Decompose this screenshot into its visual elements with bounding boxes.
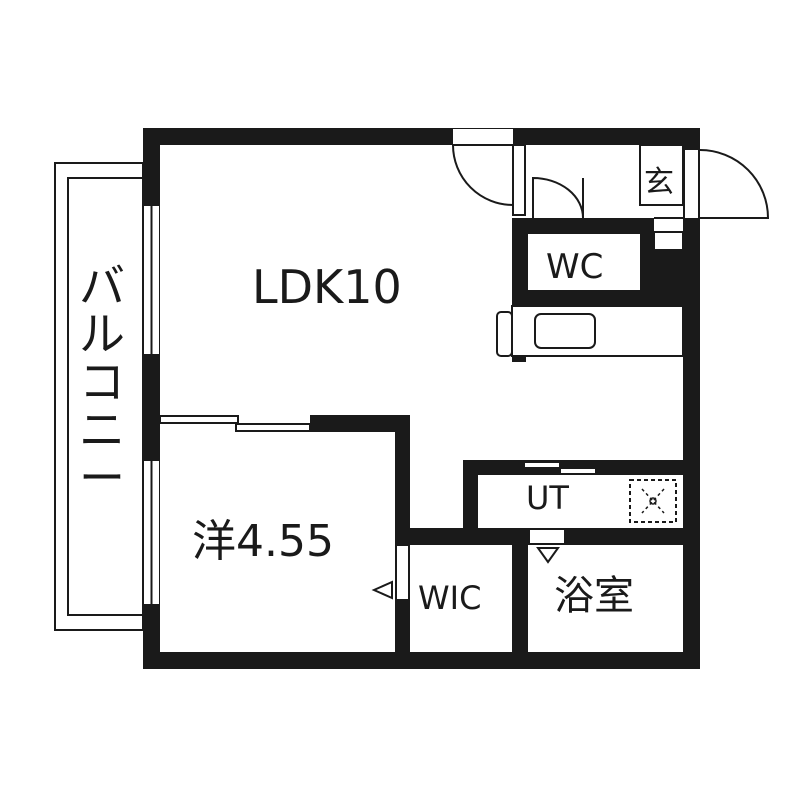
wall-wc-west xyxy=(512,218,528,298)
wall-wc-corner xyxy=(654,250,700,306)
room-label-toilet: WC xyxy=(546,247,604,287)
sliding-door-ut xyxy=(523,461,597,475)
kitchen-counter xyxy=(496,305,684,357)
balcony-outline xyxy=(54,162,144,631)
wall-wic-bath xyxy=(512,528,528,669)
room-label-bath: 浴室 xyxy=(554,573,634,619)
wall-ut-west xyxy=(463,460,478,545)
room-label-balcony: バルコニー xyxy=(79,259,125,505)
room-label-entrance: 玄 xyxy=(644,165,674,200)
entrance-doors xyxy=(451,129,770,251)
wall-wc-east xyxy=(640,218,654,306)
room-label-wic: WIC xyxy=(418,579,482,617)
shoe-cabinet xyxy=(639,144,684,206)
door-wic xyxy=(371,544,410,601)
wall-ldk-south xyxy=(310,415,410,432)
sink xyxy=(534,313,596,349)
wall-western-east-lower xyxy=(395,600,410,669)
wall-bottom xyxy=(143,652,700,669)
washer-pan xyxy=(629,479,677,523)
wall-wc-north xyxy=(512,218,642,234)
room-label-utility: UT xyxy=(526,479,569,517)
sliding-door-western xyxy=(159,415,311,432)
room-label-ldk: LDK10 xyxy=(252,260,402,314)
windows xyxy=(144,204,159,606)
wall-top xyxy=(143,128,700,145)
room-label-western-room: 洋4.55 xyxy=(192,516,334,567)
wall-western-east-upper xyxy=(395,415,410,545)
door-bath xyxy=(528,528,566,564)
